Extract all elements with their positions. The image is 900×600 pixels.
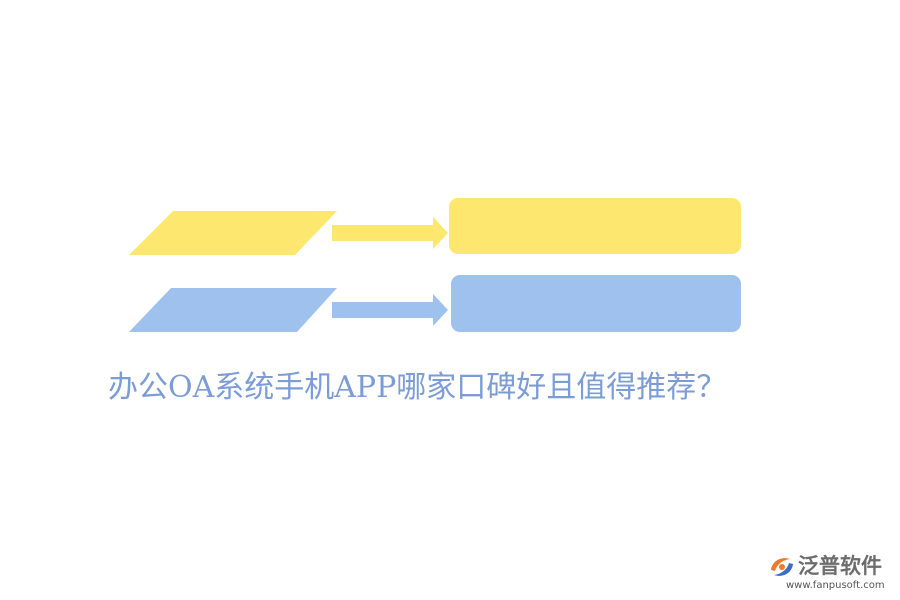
row-1-parallelogram <box>129 211 337 255</box>
brand-url: www.fanpusoft.com <box>786 580 885 591</box>
row-1-arrow <box>332 217 448 249</box>
caption-title: 办公OA系统手机APP哪家口碑好且值得推荐？ <box>108 370 727 405</box>
brand-mark-icon <box>771 558 793 576</box>
row-1-box <box>449 198 741 254</box>
row-2-box <box>451 275 741 332</box>
brand-logo[interactable]: 泛普软件 www.fanpusoft.com <box>768 550 898 594</box>
row-2-arrow <box>332 294 448 326</box>
brand-name: 泛普软件 <box>798 554 882 578</box>
row-2-parallelogram <box>129 288 337 332</box>
